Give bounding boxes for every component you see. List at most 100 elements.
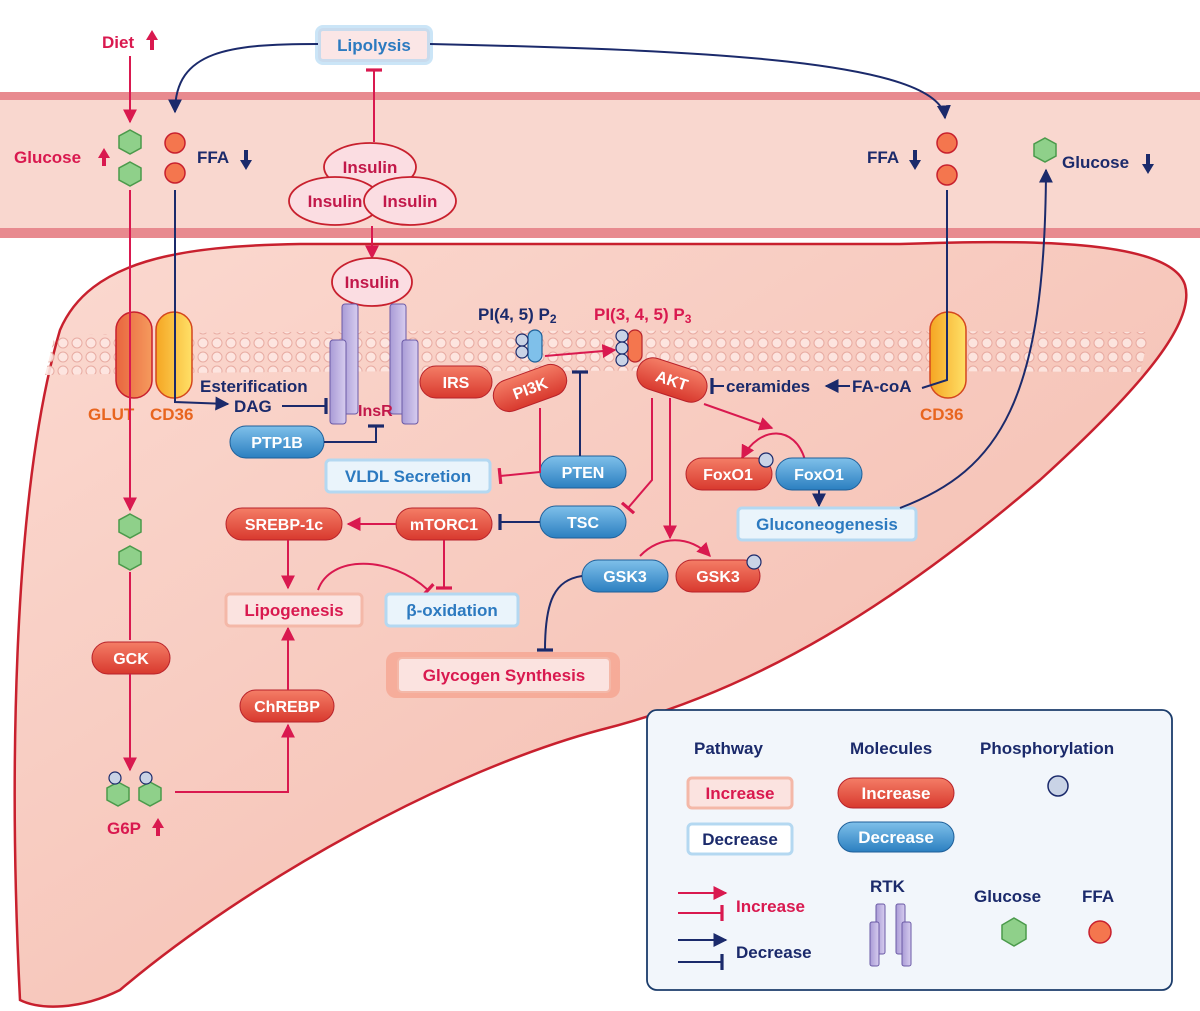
g6p-up-icon: [152, 818, 164, 836]
blood-vessel: [0, 92, 1200, 238]
lipogenesis-box: [224, 592, 364, 628]
dag-label: DAG: [234, 397, 272, 416]
phosphate-icon: [139, 771, 153, 785]
pi45p2-label: PI(4, 5) P2: [478, 305, 557, 326]
glucose-right-down-icon: [1142, 154, 1154, 174]
phosphate-icon: [108, 771, 122, 785]
gsk3-phospho-pill: [675, 559, 761, 593]
lipolysis-to-ffa-right: [429, 43, 951, 120]
insulin-left-label: Insulin: [308, 192, 363, 211]
insulin-right-label: Insulin: [383, 192, 438, 211]
legend-pathway-decrease-label: Decrease: [702, 830, 778, 849]
legend-molecule-decrease-label: Decrease: [858, 828, 934, 847]
legend-molecule-increase-pill: [837, 777, 955, 809]
vldl-label: VLDL Secretion: [345, 467, 471, 486]
lipolysis-label: Lipolysis: [337, 36, 411, 55]
phosphate-icon: [615, 329, 629, 343]
ffa-molecule-icon: [936, 132, 958, 154]
boxidation-box: [384, 592, 520, 628]
pi3k-pill: [492, 363, 568, 413]
ceramides-label: ceramides: [726, 377, 810, 396]
insr-chain-icon: [401, 339, 419, 425]
phosphate-icon: [515, 345, 529, 359]
cell-membrane: [45, 330, 1150, 375]
pten-label: PTEN: [562, 465, 605, 482]
ffa-right-label: FFA: [867, 148, 899, 167]
pip2-lipid-icon: [527, 329, 543, 363]
glucose-right-label: Glucose: [1062, 153, 1129, 172]
lipogenesis-inhibits-boxidation: [317, 562, 435, 597]
legend: Pathway Molecules Phosphorylation Increa…: [646, 709, 1173, 991]
irs-label: IRS: [443, 375, 470, 392]
ffa-left-down-icon: [240, 150, 252, 170]
glucose-molecule-icon: [118, 545, 142, 571]
facoa-label: FA-coA: [852, 377, 912, 396]
glut-label: GLUT: [88, 405, 135, 424]
glucose-molecule-icon: [1033, 137, 1057, 163]
ffa-to-facoa-arrow: [921, 190, 948, 389]
tsc-label: TSC: [567, 515, 599, 532]
legend-rtk-label: RTK: [870, 877, 906, 896]
lipogenesis-label: Lipogenesis: [244, 601, 343, 620]
cd36-left-label: CD36: [150, 405, 193, 424]
insr-label: InsR: [358, 403, 393, 420]
foxo1-phospho-pill: [685, 457, 773, 491]
insulin-top-label: Insulin: [343, 158, 398, 177]
srebp-pill: [225, 507, 343, 541]
gsk3-inhibits-glycogen: [536, 575, 583, 652]
akt-pill: [636, 357, 708, 403]
gluconeogenesis-box: [736, 506, 918, 542]
gluconeogenesis-label: Gluconeogenesis: [756, 515, 898, 534]
diet-up-arrow-icon: [146, 30, 158, 50]
g6p-molecule-icon: [138, 781, 162, 807]
akt-inhibits-tsc: [620, 398, 653, 515]
esterification-label: Esterification: [200, 377, 308, 396]
g6p-label: G6P: [107, 819, 141, 838]
foxo1-dephospho-arrow: [741, 432, 806, 461]
gsk3-label: GSK3: [603, 569, 647, 586]
legend-pathway-increase-box: [686, 776, 794, 810]
ffa-molecule-icon: [936, 164, 958, 186]
diet-label: Diet: [102, 33, 134, 52]
legend-arrow-increase-label: Increase: [736, 897, 805, 916]
insulin-receptor-bound-label: Insulin: [345, 273, 400, 292]
g6p-to-chrebp-arrow: [175, 723, 295, 793]
gsk3-phospho-label: GSK3: [696, 569, 740, 586]
insulin-receptor-bound: [331, 257, 413, 307]
legend-molecules-title: Molecules: [850, 739, 932, 758]
legend-pathway-increase-label: Increase: [706, 784, 775, 803]
pip3-lipid-icon: [627, 329, 643, 363]
legend-glucose-icon: [1001, 917, 1027, 947]
pi3k-inhibits-vldl: [497, 408, 541, 485]
g6p-molecule-icon: [106, 781, 130, 807]
foxo1-phospho-label: FoxO1: [703, 467, 753, 484]
legend-ffa-icon: [1088, 920, 1112, 944]
insulin-molecule-right: [363, 176, 457, 226]
insr-chain-icon: [329, 339, 347, 425]
irs-pill: [419, 365, 493, 399]
chrebp-label: ChREBP: [254, 699, 320, 716]
foxo1-label: FoxO1: [794, 467, 844, 484]
ffa-to-dag-arrow: [174, 190, 230, 411]
akt-to-foxo1-arrow: [703, 403, 774, 431]
legend-phosphorylation-icon: [1047, 775, 1069, 797]
legend-rtk-icon: [901, 921, 912, 967]
phosphate-icon: [758, 452, 774, 468]
legend-molecule-increase-label: Increase: [862, 784, 931, 803]
ffa-molecule-icon: [164, 132, 186, 154]
gsk3-phosphorylation-arrow: [639, 539, 711, 558]
vldl-box: [324, 458, 492, 494]
legend-rtk-icon: [869, 921, 880, 967]
phosphate-icon: [746, 554, 762, 570]
mtorc1-label: mTORC1: [410, 517, 478, 534]
legend-pathway-title: Pathway: [694, 739, 764, 758]
ffa-right-down-icon: [909, 150, 921, 170]
gck-label: GCK: [113, 651, 149, 668]
glucose-left-label: Glucose: [14, 148, 81, 167]
ptp1b-label: PTP1B: [251, 435, 303, 452]
cd36-right-label: CD36: [920, 405, 963, 424]
glucose-molecule-icon: [118, 129, 142, 155]
legend-molecule-decrease-pill: [837, 821, 955, 853]
ffa-molecule-icon: [164, 162, 186, 184]
